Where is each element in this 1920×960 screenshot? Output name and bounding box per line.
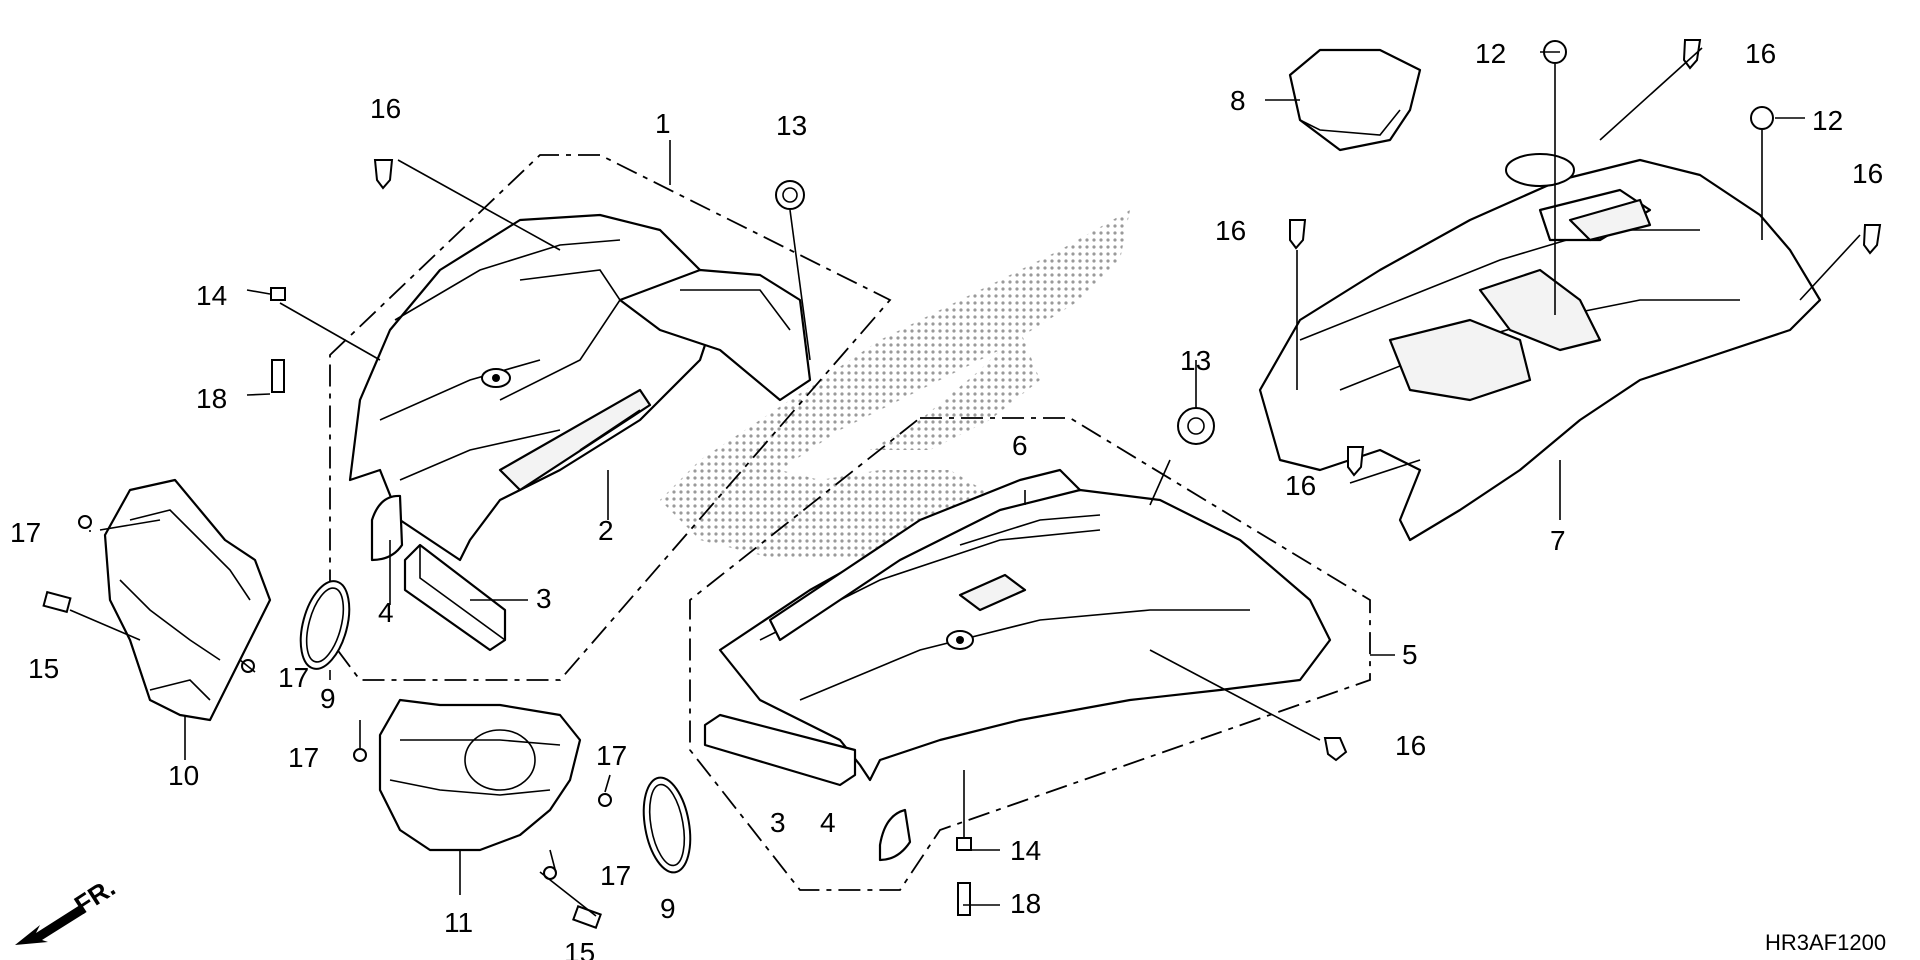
callout-2: 2 — [598, 515, 614, 546]
callout-16: 16 — [1215, 215, 1246, 246]
callout-8: 8 — [1230, 85, 1246, 116]
callout-17: 17 — [278, 662, 309, 693]
bolt-14-18 — [270, 287, 972, 916]
fender-seal-4-left — [370, 494, 404, 562]
callout-9: 9 — [660, 893, 676, 924]
ring-9-left — [299, 580, 351, 670]
callout-17: 17 — [10, 517, 41, 548]
callout-12: 12 — [1475, 38, 1506, 69]
grommet-13-left — [775, 180, 805, 210]
callout-1: 1 — [655, 108, 671, 139]
callout-17: 17 — [596, 740, 627, 771]
inner-guard-10 — [103, 478, 272, 722]
callout-14: 14 — [1010, 835, 1041, 866]
callout-13: 13 — [1180, 345, 1211, 376]
drawing-code: HR3AF1200 — [1765, 930, 1886, 955]
grommet-12-right — [1750, 106, 1774, 130]
callout-16: 16 — [1285, 470, 1316, 501]
callout-4: 4 — [378, 597, 394, 628]
callout-18: 18 — [1010, 888, 1041, 919]
callout-3: 3 — [770, 807, 786, 838]
callout-18: 18 — [196, 383, 227, 414]
callout-10: 10 — [168, 760, 199, 791]
callout-13: 13 — [776, 110, 807, 141]
bolt-15-17 — [42, 515, 612, 929]
front-direction-arrow: FR. — [15, 872, 120, 945]
callout-15: 15 — [564, 937, 595, 960]
callout-15: 15 — [28, 653, 59, 684]
rear-storage-lid-8 — [1288, 48, 1422, 152]
ring-9-right — [642, 776, 692, 874]
callout-7: 7 — [1550, 525, 1566, 556]
inner-guard-11 — [378, 698, 582, 852]
front-fender-assembly-left — [329, 154, 892, 681]
grommet-13-right — [1177, 407, 1215, 445]
callout-9: 9 — [320, 683, 336, 714]
callout-16: 16 — [1395, 730, 1426, 761]
callout-labels: 1 2 3 3 4 4 5 6 7 8 9 9 10 11 12 12 13 1… — [10, 38, 1883, 960]
callout-16: 16 — [370, 93, 401, 124]
callout-16: 16 — [1852, 158, 1883, 189]
fender-pad-3-right — [703, 713, 857, 787]
watermark-wing-logo — [660, 210, 1130, 560]
callout-3: 3 — [536, 583, 552, 614]
rear-fender-assembly — [1258, 48, 1822, 542]
front-fender-assembly-right — [689, 417, 1371, 891]
callout-16: 16 — [1745, 38, 1776, 69]
callout-4: 4 — [820, 807, 836, 838]
callout-14: 14 — [196, 280, 227, 311]
callout-5: 5 — [1402, 639, 1418, 670]
callout-17: 17 — [600, 860, 631, 891]
leader-lines — [69, 47, 1861, 917]
callout-11: 11 — [444, 907, 473, 938]
callout-6: 6 — [1012, 430, 1028, 461]
callout-12: 12 — [1812, 105, 1843, 136]
fender-seal-4-right — [878, 808, 912, 862]
callout-17: 17 — [288, 742, 319, 773]
